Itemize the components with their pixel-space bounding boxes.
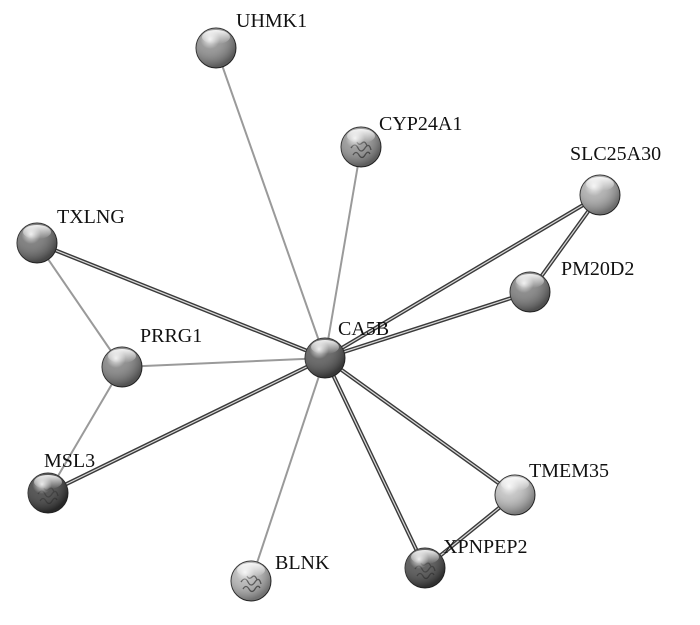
edge-line (121, 357, 326, 368)
edge-ca5b-pm20d2 (324, 290, 531, 360)
edge-line (215, 47, 326, 359)
node-gloss (411, 550, 439, 564)
node-ca5b[interactable] (304, 337, 346, 379)
edge-core (324, 357, 516, 496)
node-blnk[interactable] (230, 560, 272, 602)
node-gloss (311, 340, 339, 354)
edge-core (324, 194, 601, 359)
node-label-pm20d2: PM20D2 (561, 258, 634, 280)
node-cyp24a1[interactable] (340, 126, 382, 168)
edge-line (47, 366, 123, 494)
node-label-slc25a30: SLC25A30 (570, 143, 661, 165)
node-txlng[interactable] (16, 222, 58, 264)
edge-ca5b-slc25a30 (323, 193, 602, 360)
node-label-cyp24a1: CYP24A1 (379, 113, 462, 135)
node-label-xpnpep2: XPNPEP2 (443, 536, 527, 558)
edge-line (36, 242, 123, 368)
node-prrg1[interactable] (101, 346, 143, 388)
node-xpnpep2[interactable] (404, 547, 446, 589)
node-slc25a30[interactable] (579, 174, 621, 216)
edge-ca5b-uhmk1 (215, 47, 326, 359)
nodes-layer (16, 27, 621, 602)
node-uhmk1[interactable] (195, 27, 237, 69)
node-label-uhmk1: UHMK1 (236, 10, 307, 32)
node-label-blnk: BLNK (275, 552, 330, 574)
edge-ca5b-prrg1 (121, 357, 326, 368)
edge-core (324, 291, 531, 359)
node-gloss (501, 477, 529, 491)
edge-core (324, 357, 426, 569)
node-gloss (202, 30, 230, 44)
node-tmem35[interactable] (494, 474, 536, 516)
edge-line (324, 146, 362, 359)
edge-ca5b-msl3 (47, 356, 326, 495)
node-gloss (516, 274, 544, 288)
edge-ca5b-cyp24a1 (324, 146, 362, 359)
node-pm20d2[interactable] (509, 271, 551, 313)
node-label-msl3: MSL3 (44, 450, 95, 472)
edge-core (47, 357, 326, 494)
edge-core (36, 242, 326, 359)
edges-layer (36, 47, 602, 582)
edge-line (250, 357, 326, 582)
node-gloss (237, 563, 265, 577)
edge-prrg1-msl3 (47, 366, 123, 494)
node-gloss (108, 349, 136, 363)
node-label-ca5b: CA5B (338, 318, 389, 340)
edge-ca5b-xpnpep2 (323, 357, 427, 569)
node-gloss (586, 177, 614, 191)
node-label-prrg1: PRRG1 (140, 325, 202, 347)
edge-ca5b-txlng (36, 241, 326, 360)
edge-txlng-prrg1 (36, 242, 123, 368)
edge-ca5b-tmem35 (323, 356, 517, 497)
node-gloss (23, 225, 51, 239)
edge-ca5b-blnk (250, 357, 326, 582)
node-gloss (347, 129, 375, 143)
node-label-txlng: TXLNG (57, 206, 125, 228)
node-msl3[interactable] (27, 472, 69, 514)
node-gloss (34, 475, 62, 489)
node-label-tmem35: TMEM35 (529, 460, 609, 482)
